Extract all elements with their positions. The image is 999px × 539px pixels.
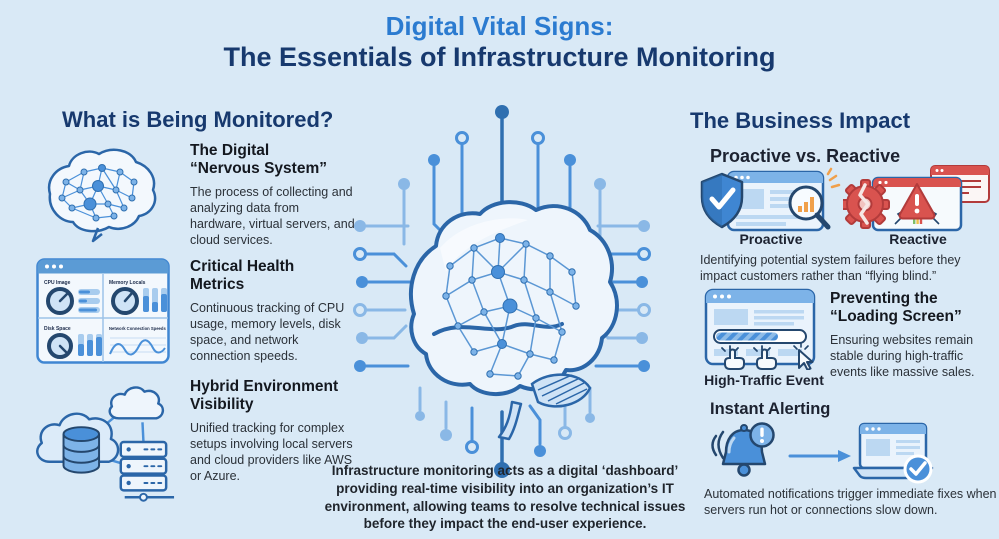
alert-bell-icon	[704, 418, 782, 486]
monitored-item-nervous-system: The Digital “Nervous System” The process…	[28, 142, 360, 248]
hybrid-cloud-icon	[28, 378, 178, 506]
magnifier-chart-icon	[788, 167, 841, 230]
item-description: Continuous tracking of CPU usage, memory…	[190, 300, 345, 363]
reactive-label: Reactive	[889, 231, 947, 247]
loading-screen-text: Preventing the “Loading Screen” Ensuring…	[830, 290, 999, 380]
dashboard-panel-title: Network Connection Speeds	[109, 326, 166, 331]
summary-text: Infrastructure monitoring acts as a digi…	[324, 463, 686, 532]
dashboard-panel-title: Disk Space	[44, 326, 71, 332]
arrow-right-icon	[788, 448, 854, 464]
click-hand-icon	[721, 345, 745, 370]
exclamation-badge-icon	[749, 422, 775, 448]
dashboard-panel-title: Memory Locals	[109, 280, 146, 286]
cursor-icon	[793, 342, 814, 370]
title-line-2: The Essentials of Infrastructure Monitor…	[223, 41, 776, 72]
item-description: Unified tracking for complex setups invo…	[190, 420, 353, 483]
item-heading: The Digital “Nervous System”	[190, 142, 327, 178]
brain-network-icon	[28, 142, 178, 244]
title-line-1: Digital Vital Signs:	[385, 11, 614, 41]
shield-check-icon	[700, 172, 744, 229]
brain-circuit-illustration	[350, 96, 655, 488]
loading-screen-description: Ensuring websites remain stable during h…	[830, 332, 975, 380]
click-hand-icon	[753, 345, 777, 370]
proactive-icon	[698, 166, 844, 236]
monitored-item-hybrid-visibility: Hybrid Environment Visibility Unified tr…	[28, 378, 360, 506]
monitored-item-health-metrics: CPU Image Memory Locals Disk Space Netwo…	[28, 258, 360, 364]
high-traffic-icon	[704, 288, 820, 370]
right-column-header: The Business Impact	[690, 108, 911, 133]
proactive-reactive-description: Identifying potential system failures be…	[700, 253, 961, 284]
laptop-check-icon	[850, 422, 938, 486]
left-column-header: What is Being Monitored?	[62, 107, 334, 132]
item-heading: Critical Health Metrics	[190, 258, 295, 294]
warning-triangle-icon	[898, 183, 936, 220]
loading-screen-heading: Preventing the “Loading Screen”	[830, 290, 962, 326]
proactive-label: Proactive	[739, 231, 803, 247]
dashboard-panel-title: CPU Image	[44, 280, 71, 286]
instant-alerting-heading: Instant Alerting	[710, 400, 831, 418]
infographic-title: Digital Vital Signs: The Essentials of I…	[0, 11, 999, 73]
metrics-dashboard-icon: CPU Image Memory Locals Disk Space Netwo…	[28, 258, 178, 364]
proactive-reactive-heading: Proactive vs. Reactive	[710, 146, 901, 166]
item-heading: Hybrid Environment Visibility	[190, 378, 339, 414]
high-traffic-label: High-Traffic Event	[704, 372, 824, 388]
item-description: The process of collecting and analyzing …	[190, 184, 355, 247]
broken-gear-icon	[843, 179, 890, 229]
instant-alerting-description: Automated notifications trigger immediat…	[704, 487, 997, 518]
reactive-icon	[843, 164, 993, 236]
check-badge-icon	[903, 454, 933, 484]
